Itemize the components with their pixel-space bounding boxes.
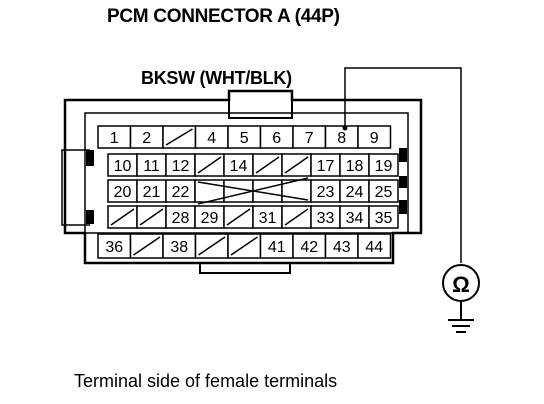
terminal-number: 36 [105, 239, 123, 256]
empty-terminal-slash [139, 208, 164, 226]
terminal-8-probe-point [342, 125, 348, 131]
terminal-cell [97, 233, 132, 259]
terminal-number: 19 [375, 158, 393, 175]
terminal-cell [368, 179, 399, 203]
terminal-number: 28 [172, 210, 190, 227]
terminal-number: 24 [346, 184, 364, 201]
blank-region-cross [197, 177, 309, 205]
terminal-number: 33 [317, 210, 335, 227]
terminal-cell [259, 233, 294, 259]
terminal-number: 18 [346, 158, 364, 175]
terminal-number: 4 [207, 130, 216, 147]
empty-terminal-slash [197, 156, 222, 174]
terminal-number: 2 [142, 130, 151, 147]
terminal-number: 14 [230, 158, 248, 175]
terminal-cell [357, 233, 392, 259]
empty-terminal-slash [165, 128, 193, 146]
empty-terminal-slash [198, 236, 226, 256]
empty-terminal-slash [284, 156, 309, 174]
empty-terminal-slash [255, 156, 280, 174]
terminal-number: 5 [240, 130, 249, 147]
terminal-number: 17 [317, 158, 335, 175]
terminal-number: 1 [110, 130, 119, 147]
terminal-number: 7 [305, 130, 314, 147]
connector-title: PCM CONNECTOR A (44P) [107, 6, 340, 27]
terminal-number: 20 [114, 184, 132, 201]
empty-terminal-slash [284, 208, 309, 226]
terminal-number: 23 [317, 184, 335, 201]
terminal-number: 10 [114, 158, 132, 175]
terminal-number: 29 [201, 210, 219, 227]
empty-terminal-slash [133, 236, 161, 256]
connector-bottom-tab [199, 263, 291, 274]
terminal-number: 6 [272, 130, 281, 147]
terminal-number: 22 [172, 184, 190, 201]
terminal-number: 42 [300, 239, 318, 256]
terminal-number: 31 [259, 210, 277, 227]
connector-inner-shell [84, 112, 409, 234]
terminal-number: 8 [337, 130, 346, 147]
empty-terminal-slash [226, 208, 251, 226]
terminal-cell [324, 233, 359, 259]
terminal-number: 44 [365, 239, 383, 256]
empty-terminal-slash [110, 208, 135, 226]
terminal-number: 34 [346, 210, 364, 227]
terminal-number: 21 [143, 184, 161, 201]
terminal-cell [368, 205, 399, 229]
diagram-caption: Terminal side of female terminals [74, 371, 338, 391]
terminal-number: 9 [370, 130, 379, 147]
terminal-cell [368, 153, 399, 177]
ohmmeter-symbol: Ω [452, 272, 470, 297]
terminal-number: 41 [268, 239, 286, 256]
empty-terminal-slash [230, 236, 258, 256]
terminal-number: 38 [170, 239, 188, 256]
terminal-number: 11 [143, 158, 160, 175]
bksw-wire [344, 67, 462, 263]
ground-icon [448, 301, 474, 333]
terminal-number: 35 [375, 210, 393, 227]
left-probe-line [61, 149, 90, 226]
terminal-cell [357, 125, 392, 149]
terminal-number: 25 [375, 184, 393, 201]
terminal-number: 12 [172, 158, 190, 175]
terminal-cell [292, 233, 327, 259]
wire-label: BKSW (WHT/BLK) [141, 68, 292, 88]
terminal-number: 43 [333, 239, 351, 256]
connector-latch [228, 100, 293, 119]
